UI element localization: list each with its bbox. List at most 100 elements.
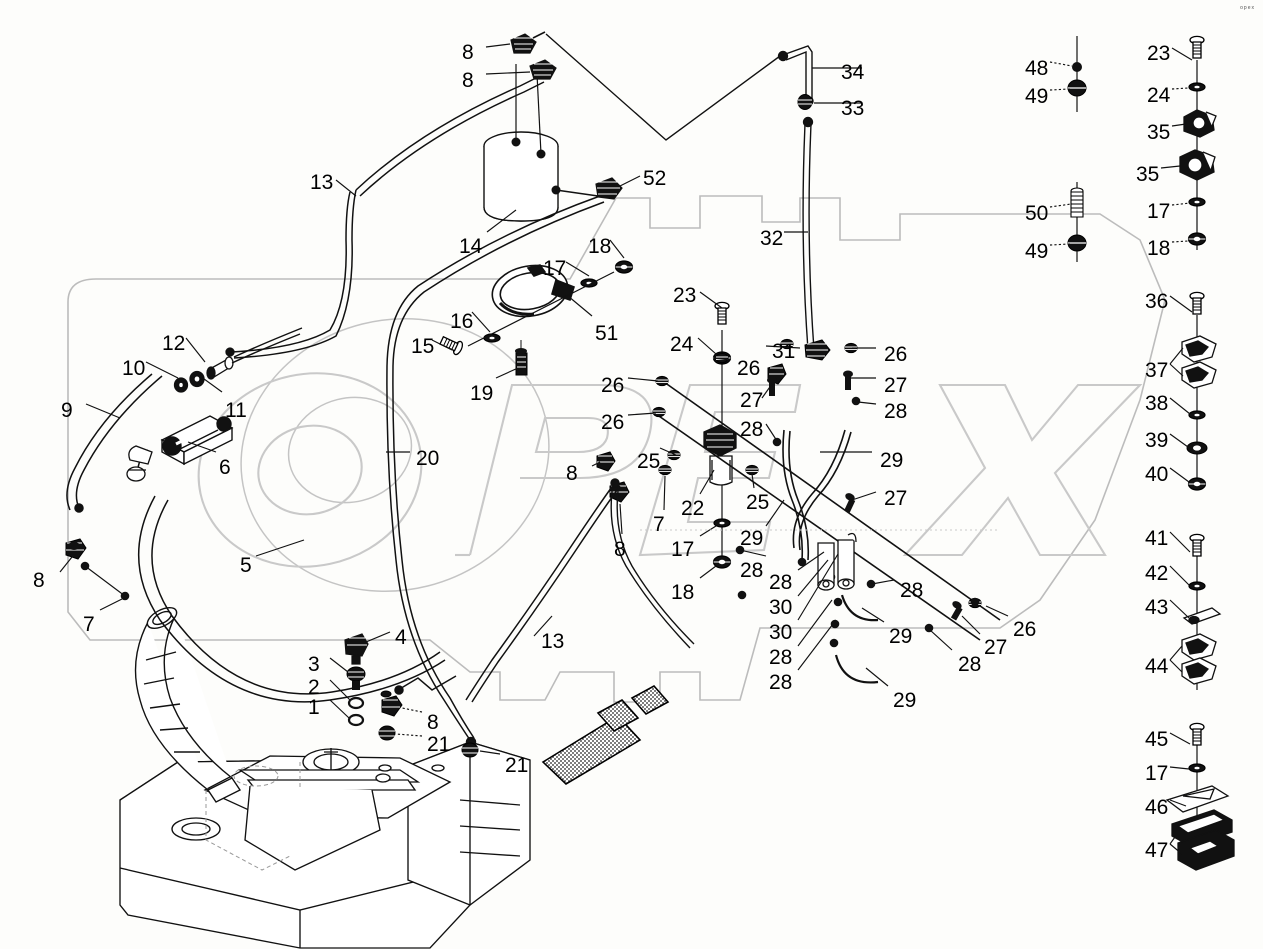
fuel-line-13-lower bbox=[465, 483, 621, 703]
callout-c-2: 2 bbox=[308, 676, 320, 699]
callout-c-18a: 18 bbox=[588, 235, 612, 258]
fuel-line-top-34 bbox=[545, 33, 814, 141]
nut-18-right bbox=[1187, 232, 1207, 246]
fuel-lines-left bbox=[66, 373, 446, 703]
callout-c-17a: 17 bbox=[543, 257, 567, 280]
grommet-21-a bbox=[378, 725, 396, 741]
fuel-tank-assembly bbox=[119, 741, 531, 949]
callout-c-28a: 28 bbox=[884, 400, 908, 423]
callout-c-45: 45 bbox=[1145, 728, 1169, 751]
callout-c-26b: 26 bbox=[884, 343, 908, 366]
washer-38 bbox=[1188, 410, 1206, 420]
callout-c-25a: 25 bbox=[637, 450, 661, 473]
callout-c-12: 12 bbox=[162, 332, 186, 355]
elbow-31 bbox=[804, 339, 831, 361]
callout-c-9: 9 bbox=[61, 399, 73, 422]
clamp-35-a bbox=[1183, 109, 1217, 138]
clamp-51 bbox=[491, 264, 575, 318]
fuel-line-13 bbox=[231, 75, 545, 359]
callout-c-18c: 18 bbox=[1147, 237, 1171, 260]
callout-c-20: 20 bbox=[416, 447, 440, 470]
bent-pipe-tank bbox=[394, 675, 457, 695]
bolt-27-c bbox=[844, 493, 856, 513]
filter-elbow bbox=[126, 445, 153, 482]
part-48 bbox=[1072, 62, 1082, 72]
bolt-27-d bbox=[950, 601, 963, 621]
callout-c-46: 46 bbox=[1145, 796, 1169, 819]
bolt-41 bbox=[1189, 533, 1205, 557]
callout-c-27d: 27 bbox=[984, 636, 1008, 659]
fitting-19 bbox=[515, 348, 528, 376]
direction-arrow bbox=[541, 684, 670, 785]
callout-c-43: 43 bbox=[1145, 596, 1169, 619]
callout-c-28g: 28 bbox=[769, 671, 793, 694]
callout-c-28d: 28 bbox=[769, 571, 793, 594]
fitting-3 bbox=[346, 666, 366, 690]
nut-25-b bbox=[745, 464, 759, 476]
cylinder-30-b bbox=[837, 532, 857, 590]
nut-40 bbox=[1187, 477, 1207, 491]
corner-watermark: opex bbox=[1240, 5, 1255, 11]
washer-17-center bbox=[713, 518, 731, 528]
callout-c-35b: 35 bbox=[1136, 163, 1160, 186]
nut-7-center bbox=[658, 464, 672, 476]
callout-c-21b: 21 bbox=[505, 754, 529, 777]
oring-1 bbox=[347, 713, 365, 727]
callout-c-3: 3 bbox=[308, 653, 320, 676]
callout-c-38: 38 bbox=[1145, 392, 1169, 415]
hardware-15-16-17-18 bbox=[438, 260, 634, 376]
callout-c-34: 34 bbox=[841, 61, 865, 84]
fitting-4 bbox=[344, 633, 369, 665]
callout-c-41: 41 bbox=[1145, 527, 1169, 550]
callout-c-29c: 29 bbox=[889, 625, 913, 648]
dot-28-b bbox=[772, 437, 782, 447]
callout-c-26d: 26 bbox=[601, 411, 625, 434]
nut-26-b bbox=[652, 406, 666, 418]
callout-c-14: 14 bbox=[459, 235, 483, 258]
bolt-23 bbox=[714, 301, 730, 325]
callout-c-26a: 26 bbox=[737, 357, 761, 380]
callout-c-26c: 26 bbox=[601, 374, 625, 397]
part-50 bbox=[1070, 187, 1084, 218]
callout-c-1: 1 bbox=[308, 696, 320, 719]
grommet-33 bbox=[797, 94, 813, 110]
tank-hidden-detail bbox=[205, 762, 301, 871]
callout-c-8b: 8 bbox=[462, 69, 474, 92]
grommet-21-b bbox=[461, 742, 479, 758]
leader-lines bbox=[59, 43, 1193, 855]
callout-c-50: 50 bbox=[1025, 202, 1049, 225]
callout-c-7b: 7 bbox=[83, 613, 95, 636]
bolt-45 bbox=[1189, 722, 1205, 746]
clamp-44-pair bbox=[1181, 633, 1217, 685]
callout-c-27a: 27 bbox=[884, 374, 908, 397]
callout-c-28f: 28 bbox=[769, 646, 793, 669]
washer-39 bbox=[1186, 441, 1208, 455]
bolt-27-b bbox=[843, 370, 853, 390]
callout-c-17d: 17 bbox=[1145, 762, 1169, 785]
rail-diagonal bbox=[655, 381, 1001, 641]
connector-8-top-a bbox=[510, 31, 546, 54]
callout-c-32: 32 bbox=[760, 227, 784, 250]
connector-8-tank bbox=[380, 690, 403, 717]
bolt-23-right bbox=[1189, 35, 1205, 59]
callout-c-40: 40 bbox=[1145, 463, 1169, 486]
callout-c-44: 44 bbox=[1145, 655, 1169, 678]
clip-29-c bbox=[840, 594, 879, 622]
callout-c-28h: 28 bbox=[958, 653, 982, 676]
callout-c-31: 31 bbox=[772, 340, 796, 363]
clamp-37-pair bbox=[1181, 335, 1217, 389]
part-49-a bbox=[1067, 79, 1087, 97]
elbow-52 bbox=[595, 177, 623, 200]
callout-c-52: 52 bbox=[643, 167, 667, 190]
clamp-35-b bbox=[1179, 149, 1216, 181]
callout-c-15: 15 bbox=[411, 335, 435, 358]
dot-28-g bbox=[829, 638, 839, 648]
callout-c-24b: 24 bbox=[1147, 84, 1171, 107]
bolt-27-a bbox=[767, 376, 777, 396]
dot-28-l bbox=[970, 597, 980, 607]
callout-c-13b: 13 bbox=[541, 630, 565, 653]
callout-c-6: 6 bbox=[219, 456, 231, 479]
plate-46 bbox=[1165, 785, 1230, 813]
callout-c-16: 16 bbox=[450, 310, 474, 333]
canister-14 bbox=[483, 131, 559, 222]
